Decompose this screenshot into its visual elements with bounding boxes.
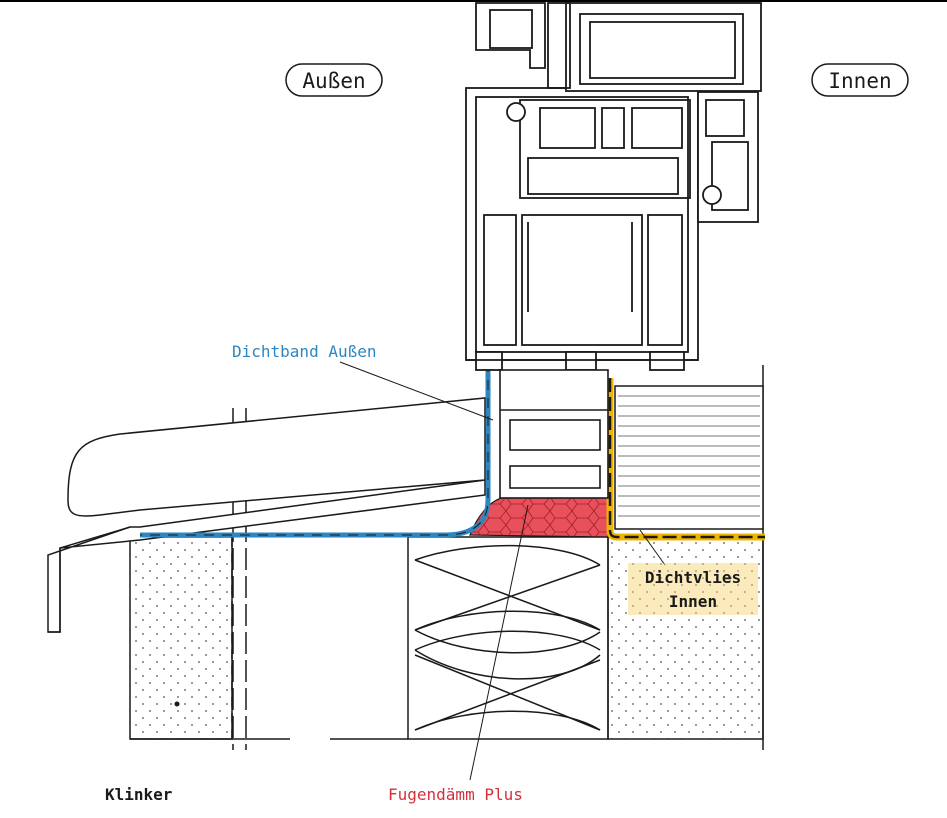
brick-block <box>129 536 233 740</box>
inner-lined-hatch <box>618 395 760 517</box>
insulation-pattern <box>414 544 601 731</box>
sealing-tape-outside-inner <box>140 362 489 536</box>
inside-label: Innen <box>828 69 891 93</box>
window-sill-cap <box>67 397 486 517</box>
foam-label: Fugendämm Plus <box>388 785 523 804</box>
leader-fleece <box>639 529 666 566</box>
sealing-tape-outside-label: Dichtband Außen <box>232 342 377 361</box>
inner-lined-element <box>614 385 764 530</box>
leader-sealing-tape <box>339 361 494 421</box>
foam-hex <box>470 497 608 537</box>
inner-wall-block <box>607 536 764 740</box>
connection-profile <box>499 369 609 499</box>
inside-label-box <box>811 63 909 97</box>
sill-front-lip <box>48 526 131 633</box>
brick-label: Klinker <box>105 785 172 804</box>
sealing-fleece-inside-dark <box>608 378 765 539</box>
sealing-fleece-label-line1: Dichtvlies <box>645 568 741 587</box>
outside-label: Außen <box>302 69 365 93</box>
leader-foam <box>469 504 529 781</box>
sealing-fleece-label-line2: Innen <box>669 592 717 611</box>
insulation-block <box>407 536 609 740</box>
fleece-label-bg <box>628 563 758 615</box>
brick-dot <box>174 701 180 707</box>
outside-label-box <box>285 63 383 97</box>
window-frame-profile <box>465 2 762 371</box>
